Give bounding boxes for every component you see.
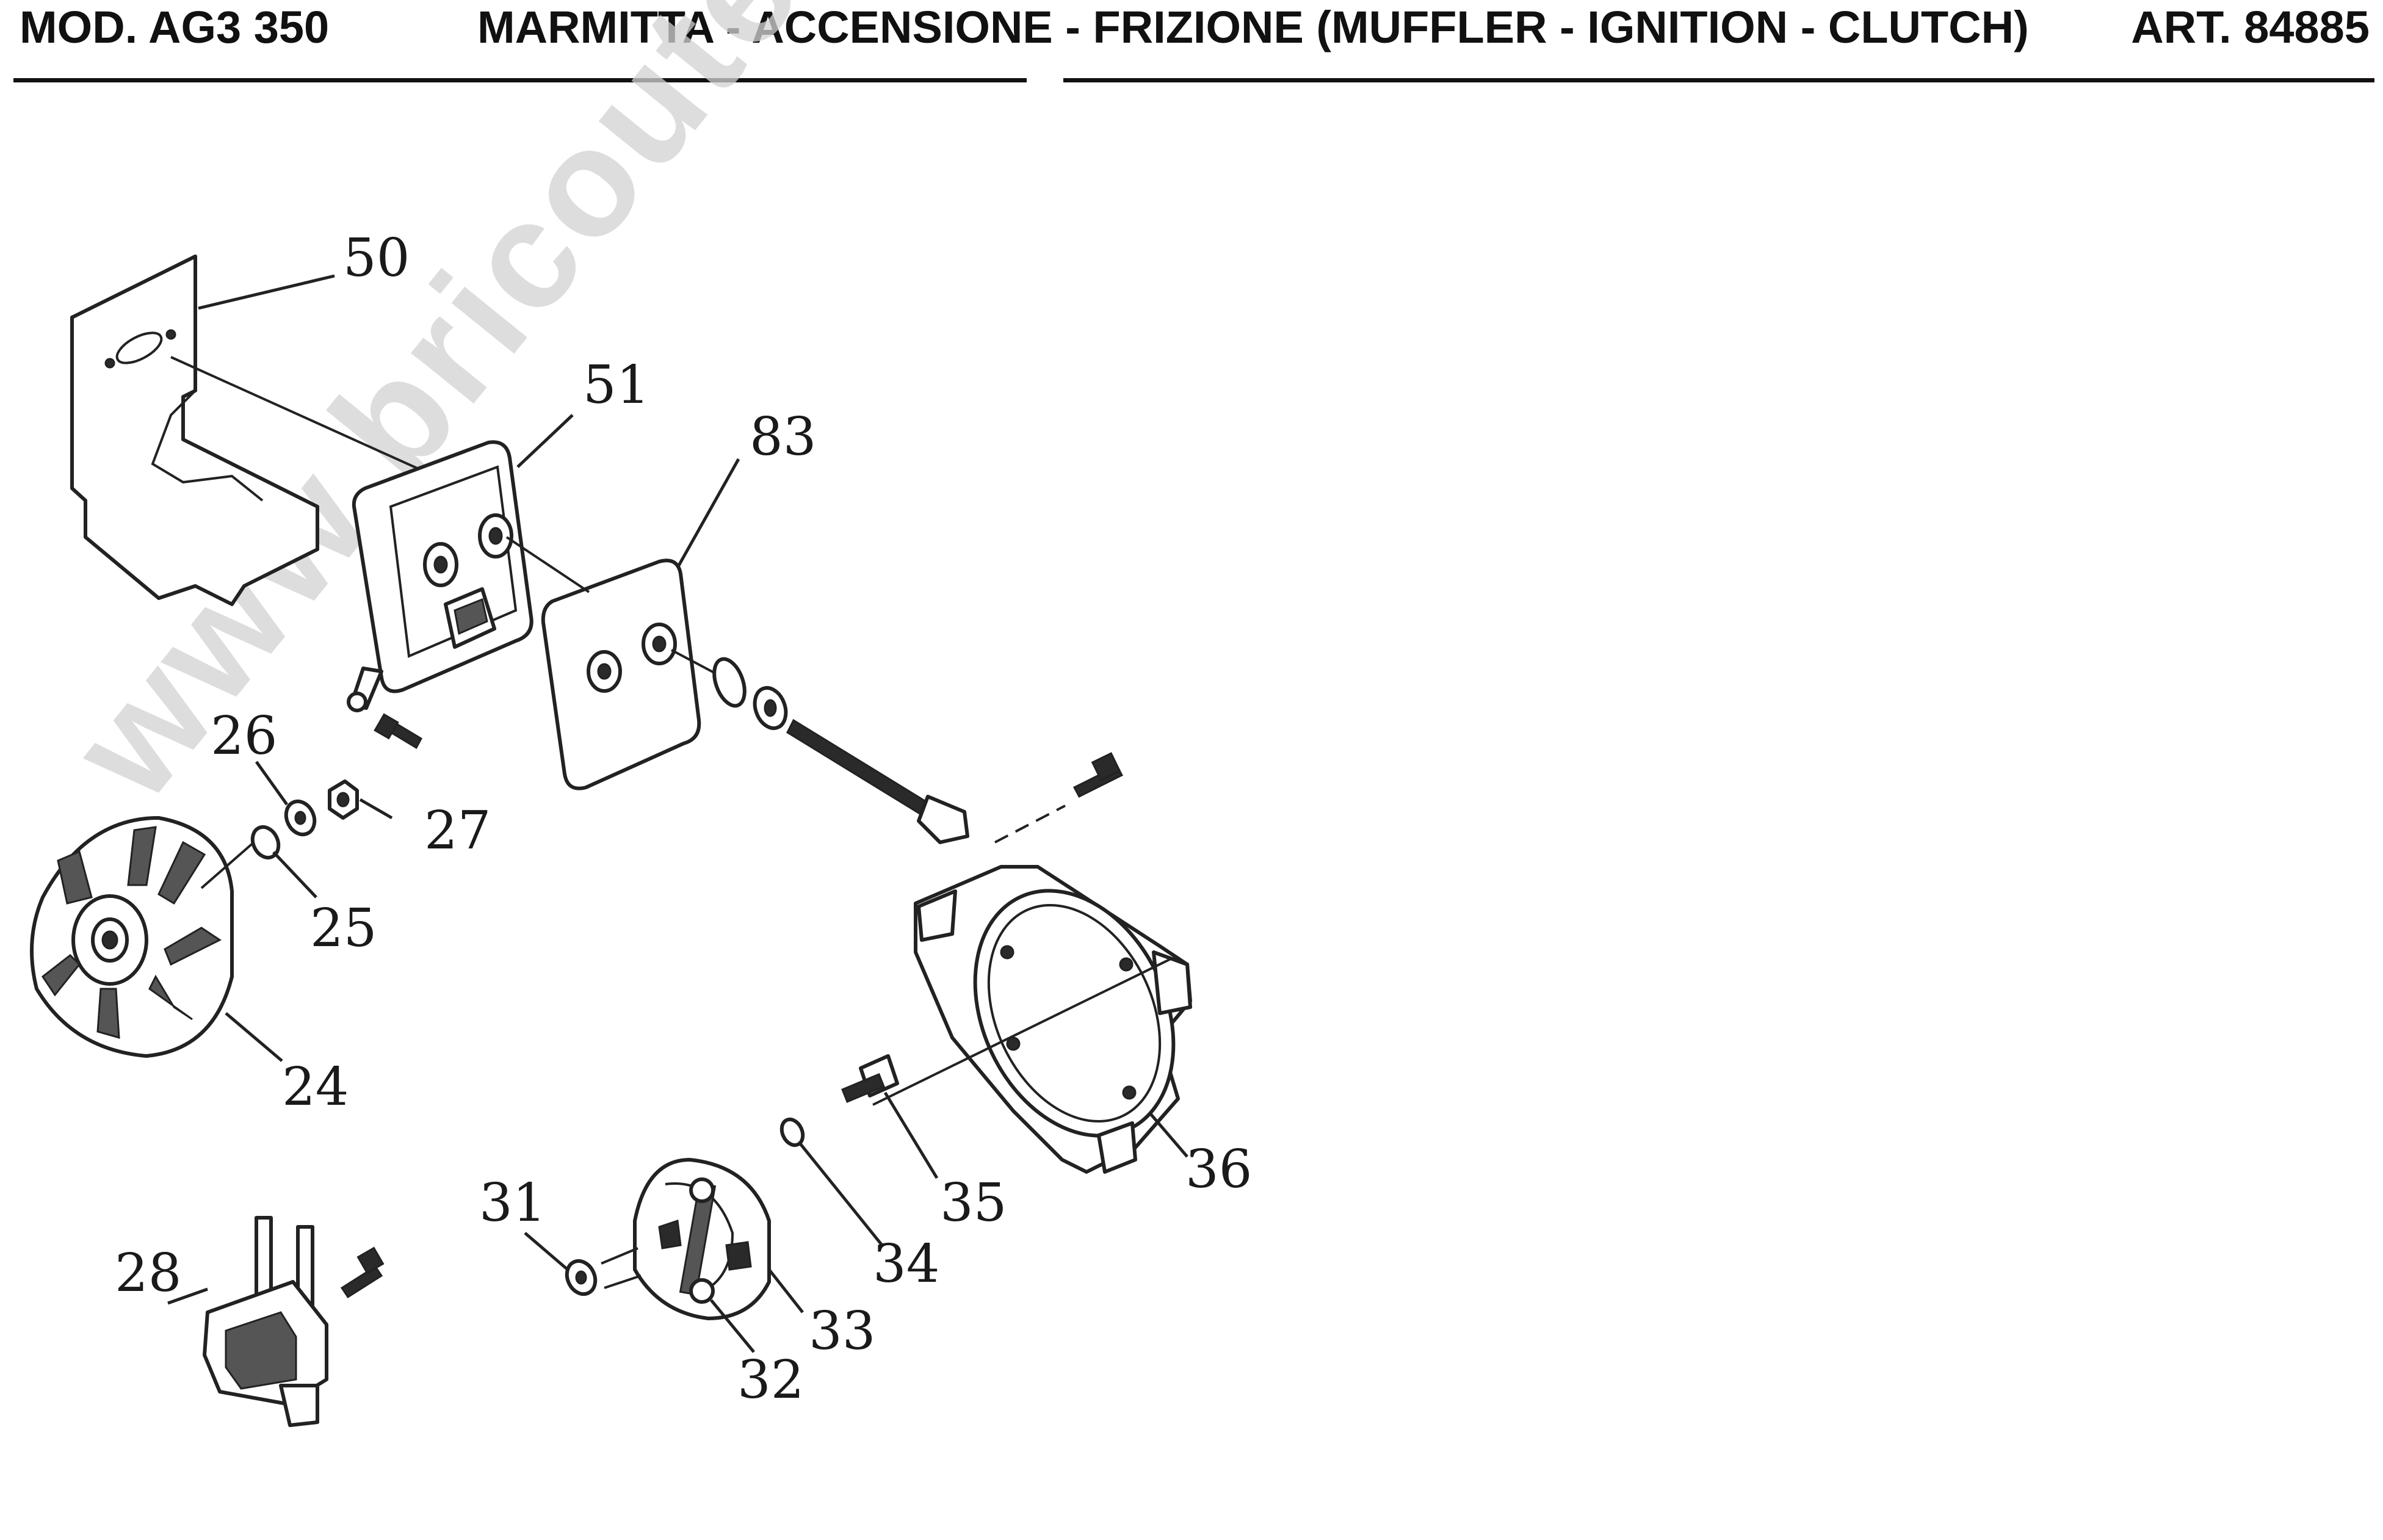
- label-83: 83: [750, 407, 816, 468]
- leader-lines: [167, 274, 1188, 1353]
- label-36: 36: [1185, 1139, 1252, 1200]
- heat-shield-part[interactable]: [70, 255, 422, 606]
- page-title: MARMITTA - ACCENSIONE - FRIZIONE (MUFFLE…: [477, 2, 2029, 52]
- header-rule-right: [1063, 78, 2374, 82]
- flywheel-part[interactable]: [30, 816, 261, 1058]
- label-27: 27: [424, 800, 491, 861]
- label-35: 35: [940, 1173, 1007, 1234]
- flywheel-nut-part[interactable]: [328, 779, 359, 820]
- housing-screw[interactable]: [994, 752, 1124, 844]
- muffler-cover-part[interactable]: [505, 536, 701, 790]
- label-51: 51: [583, 355, 649, 416]
- flywheel-spacer-part[interactable]: [248, 823, 283, 862]
- muffler-part[interactable]: [347, 440, 533, 712]
- label-28: 28: [115, 1243, 181, 1304]
- clutch-ring-part[interactable]: [778, 1116, 807, 1148]
- label-50: 50: [343, 228, 410, 289]
- label-33: 33: [809, 1301, 875, 1362]
- header-rule-left: [13, 78, 1027, 82]
- clutch-bolt-part[interactable]: [841, 1054, 899, 1103]
- article-number: ART. 84885: [2131, 2, 2370, 52]
- cover-bolt-assembly[interactable]: [671, 649, 969, 844]
- label-32: 32: [737, 1350, 804, 1411]
- label-25: 25: [310, 898, 377, 959]
- clutch-part[interactable]: [633, 1158, 771, 1320]
- label-26: 26: [211, 706, 277, 767]
- clutch-housing-part[interactable]: [872, 858, 1212, 1174]
- clutch-washer-part[interactable]: [562, 1247, 642, 1299]
- label-24: 24: [282, 1057, 349, 1118]
- muffler-screw[interactable]: [374, 713, 422, 750]
- ignition-coil-part[interactable]: [203, 1216, 385, 1427]
- model-heading: MOD. AG3 350: [20, 2, 330, 52]
- flywheel-washer-part[interactable]: [281, 797, 320, 839]
- label-34: 34: [873, 1234, 939, 1295]
- label-31: 31: [479, 1173, 546, 1234]
